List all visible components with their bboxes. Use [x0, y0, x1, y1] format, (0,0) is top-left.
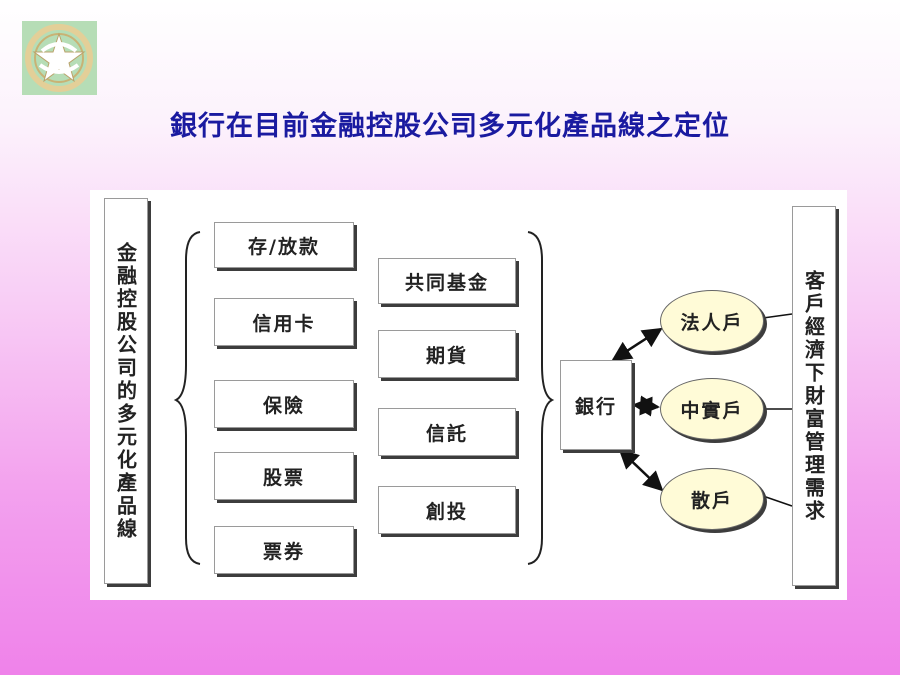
right-demand-label: 客戶經濟下財富管理需求	[792, 206, 836, 586]
emblem-logo-icon	[25, 24, 93, 92]
product-futures: 期貨	[378, 330, 516, 378]
right-brace	[527, 231, 555, 565]
arrow-bank-midsize	[632, 395, 660, 417]
page-title: 銀行在目前金融控股公司多元化產品線之定位	[170, 111, 730, 142]
product-deposit-loan: 存/放款	[214, 222, 354, 268]
line-corporate-right	[762, 313, 793, 319]
product-insurance: 保險	[214, 380, 354, 428]
product-bills: 票券	[214, 526, 354, 574]
product-stocks: 股票	[214, 452, 354, 500]
product-venture-capital: 創投	[378, 486, 516, 534]
diagram: 金融控股公司的多元化產品線 存/放款 信用卡 保險 股票 票券 共同基金 期貨 …	[90, 190, 847, 600]
bank-box: 銀行	[560, 360, 632, 450]
product-mutual-fund: 共同基金	[378, 258, 516, 304]
left-brace	[173, 231, 201, 565]
customer-retail: 散戶	[660, 468, 764, 530]
line-retail-right	[762, 495, 793, 507]
product-trust: 信託	[378, 408, 516, 456]
left-category-label: 金融控股公司的多元化產品線	[104, 198, 148, 584]
customer-midsize: 中實戶	[660, 378, 764, 440]
product-credit-card: 信用卡	[214, 298, 354, 346]
arrow-bank-corporate	[611, 327, 663, 362]
diagram-connectors	[173, 231, 793, 565]
logo	[22, 21, 97, 95]
customer-corporate: 法人戶	[660, 290, 764, 352]
arrow-bank-retail	[618, 448, 664, 492]
